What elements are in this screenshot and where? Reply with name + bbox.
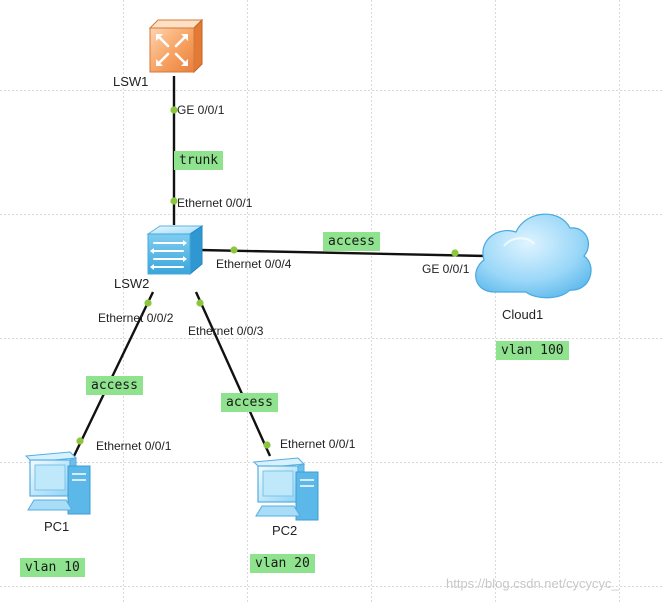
link-mode-pc1-access: access xyxy=(86,376,143,395)
cable-lsw2-pc1[interactable] xyxy=(72,291,155,457)
port-label-pc1-eth001: Ethernet 0/0/1 xyxy=(96,439,172,453)
port-dot-cloud1-ge001 xyxy=(451,249,459,257)
access-switch-icon[interactable] xyxy=(146,225,204,276)
link-mode-trunk: trunk xyxy=(174,151,224,170)
link-mode-pc2-access: access xyxy=(221,393,278,412)
port-dot-pc2-eth001 xyxy=(263,441,271,449)
port-label-lsw2-eth004: Ethernet 0/0/4 xyxy=(216,257,292,271)
vlan-tag-pc2: vlan 20 xyxy=(250,554,315,573)
port-dot-lsw2-eth003 xyxy=(196,299,204,307)
vlan-tag-cloud1: vlan 100 xyxy=(496,341,569,360)
port-dot-lsw2-eth002 xyxy=(144,299,152,307)
cable-lsw2-cloud1[interactable] xyxy=(199,248,487,258)
link-mode-cloud-access: access xyxy=(323,232,380,251)
watermark-text: https://blog.csdn.net/cycycyc_ xyxy=(446,576,619,591)
cable-lsw2-pc2[interactable] xyxy=(194,291,272,457)
port-label-pc2-eth001: Ethernet 0/0/1 xyxy=(280,437,356,451)
device-label-pc2: PC2 xyxy=(272,523,298,538)
device-label-lsw2: LSW2 xyxy=(114,276,150,291)
core-switch-icon[interactable] xyxy=(148,18,204,74)
port-dot-lsw1-ge001 xyxy=(170,106,178,114)
port-label-lsw2-eth003: Ethernet 0/0/3 xyxy=(188,324,264,338)
pc-icon[interactable] xyxy=(252,457,319,521)
device-label-cloud1: Cloud1 xyxy=(502,307,544,322)
port-label-cloud1-ge001: GE 0/0/1 xyxy=(422,262,470,276)
port-dot-lsw2-eth001 xyxy=(170,197,178,205)
port-label-lsw2-eth002: Ethernet 0/0/2 xyxy=(98,311,174,325)
pc-icon[interactable] xyxy=(24,451,91,515)
port-dot-lsw2-eth004 xyxy=(230,246,238,254)
device-label-lsw1: LSW1 xyxy=(113,74,149,89)
vlan-tag-pc1: vlan 10 xyxy=(20,558,85,577)
cloud-icon[interactable] xyxy=(475,213,592,299)
port-label-lsw2-eth001: Ethernet 0/0/1 xyxy=(177,196,253,210)
port-label-lsw1-ge001: GE 0/0/1 xyxy=(177,103,225,117)
port-dot-pc1-eth001 xyxy=(76,437,84,445)
device-label-pc1: PC1 xyxy=(44,519,70,534)
